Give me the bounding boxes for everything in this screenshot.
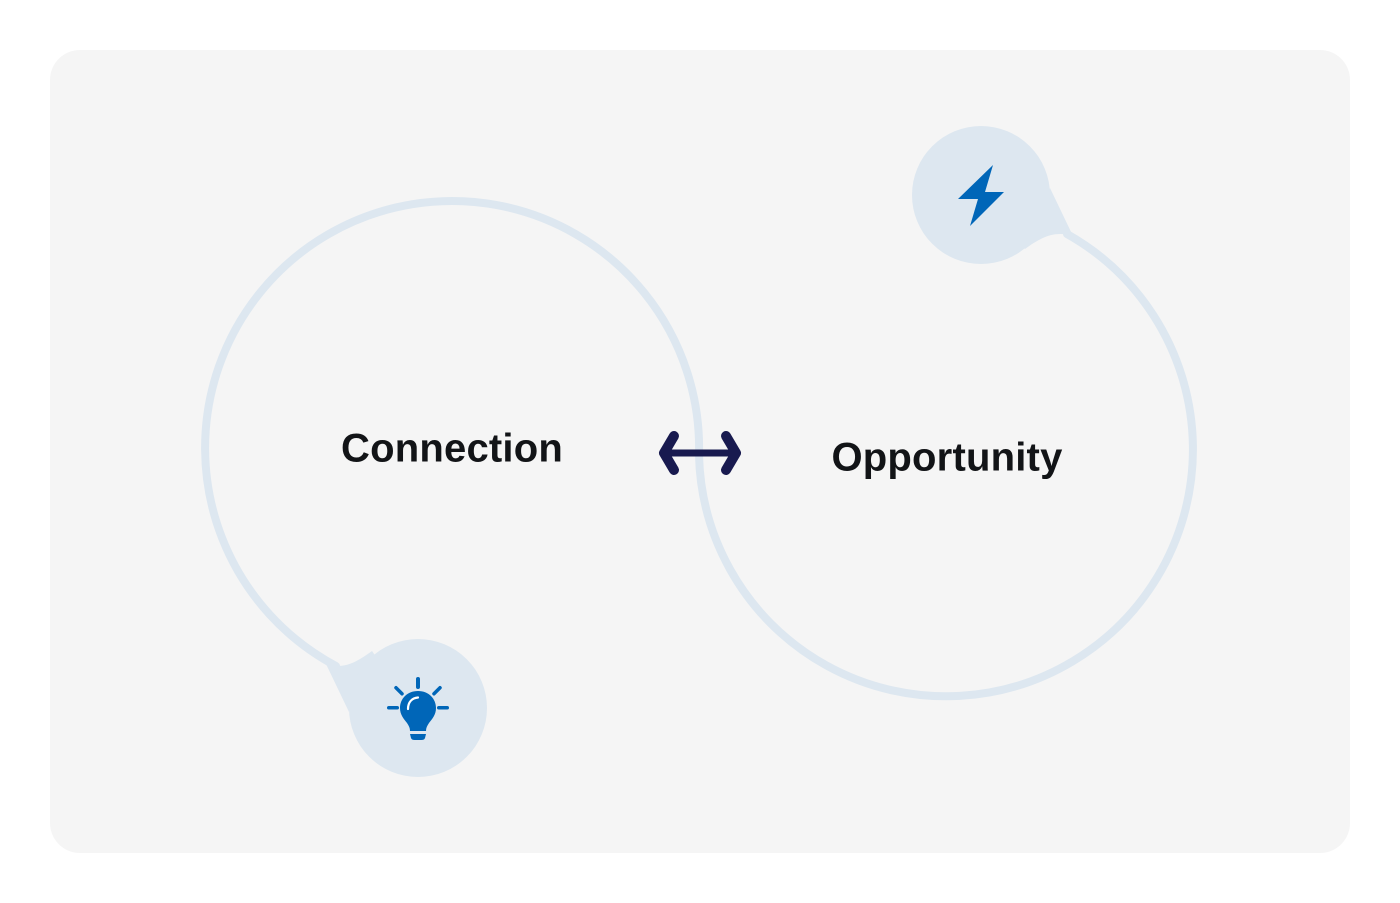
- double-arrow-icon: [659, 431, 741, 475]
- opportunity-label: Opportunity: [831, 435, 1063, 480]
- lightbulb-icon: [387, 677, 449, 740]
- lightning-bolt-icon: [958, 165, 1004, 226]
- connection-label: Connection: [341, 426, 563, 471]
- connection-ring: [201, 197, 704, 670]
- opportunity-ring: [695, 230, 1197, 701]
